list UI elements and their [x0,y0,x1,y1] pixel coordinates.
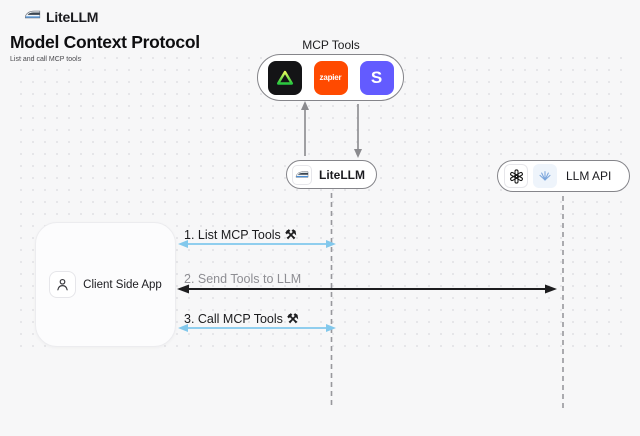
brand-name: LiteLLM [46,9,99,25]
mcp-tools-box: zapier S [257,54,404,101]
mcp-tools-label: MCP Tools [302,38,360,52]
train-icon [292,164,312,185]
step3-text: 3. Call MCP Tools [184,312,283,326]
zapier-wordmark: zapier [319,73,342,82]
step2-label: 2. Send Tools to LLM [184,272,301,286]
mcp-down-arrow [354,104,362,158]
user-icon [49,271,77,298]
page-title: Model Context Protocol [10,32,200,52]
page-subtitle: List and call MCP tools [10,56,82,63]
mcp-up-arrow [301,101,309,156]
llm-provider-icon [533,164,557,188]
step1-label: 1. List MCP Tools ⚒ [184,227,296,243]
llm-api-node: LLM API [497,160,630,192]
openai-icon [504,164,528,188]
client-side-app-node: Client Side App [35,222,176,347]
tools-icon: ⚒ [286,311,299,326]
step1-text: 1. List MCP Tools [184,228,281,242]
litellm-node: LiteLLM [286,160,377,189]
zapier-icon: zapier [313,60,348,95]
brand: LiteLLM [24,8,98,26]
stripe-letter: S [370,67,383,87]
client-node-label: Client Side App [83,278,162,291]
step3-label: 3. Call MCP Tools ⚒ [184,311,299,327]
stripe-icon: S [359,60,394,95]
train-icon [24,8,41,26]
step2-text: 2. Send Tools to LLM [184,272,302,286]
litellm-node-label: LiteLLM [319,167,365,182]
tools-icon: ⚒ [284,227,297,242]
llm-api-node-label: LLM API [566,169,612,183]
triangle-logo-icon [267,60,302,95]
